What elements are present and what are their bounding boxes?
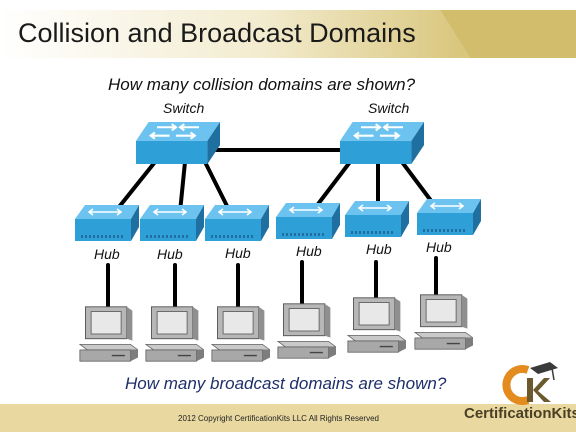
hub-label: Hub <box>426 239 452 255</box>
footer-band <box>0 404 576 432</box>
computer-icon <box>347 297 406 353</box>
hub-label: Hub <box>296 243 322 259</box>
broadcast-domains-question: How many broadcast domains are shown? <box>125 374 447 393</box>
link-switch1-hub2 <box>178 160 187 214</box>
hub-label: Hub <box>157 246 183 262</box>
computer-icon <box>211 306 270 362</box>
computer-icon <box>277 303 336 359</box>
hub-icon <box>75 205 139 241</box>
collision-domains-question: How many collision domains are shown? <box>108 75 416 94</box>
switch-icon <box>136 122 220 164</box>
switch-label: Switch <box>163 100 205 116</box>
link-switch1-hub3 <box>203 160 232 214</box>
copyright-text: 2012 Copyright CertificationKits LLC All… <box>178 414 379 423</box>
slide-title: Collision and Broadcast Domains <box>18 18 416 48</box>
switch-label: Switch <box>368 100 410 116</box>
computer-icon <box>79 306 138 362</box>
hub-icon <box>345 201 409 237</box>
certificationkits-logo-icon <box>502 362 558 405</box>
hub-icon <box>205 205 269 241</box>
hub-label: Hub <box>225 245 251 261</box>
title-band <box>0 10 576 58</box>
brand-name: CertificationKits <box>464 405 576 422</box>
switch-icon <box>340 122 424 164</box>
computer-icon <box>145 306 204 362</box>
link-switch1-hub1 <box>113 160 157 214</box>
computer-icon <box>414 294 473 350</box>
hub-icon <box>276 203 340 239</box>
hub-label: Hub <box>94 246 120 262</box>
hub-icon <box>140 205 204 241</box>
hub-icon <box>417 199 481 235</box>
hub-label: Hub <box>366 241 392 257</box>
